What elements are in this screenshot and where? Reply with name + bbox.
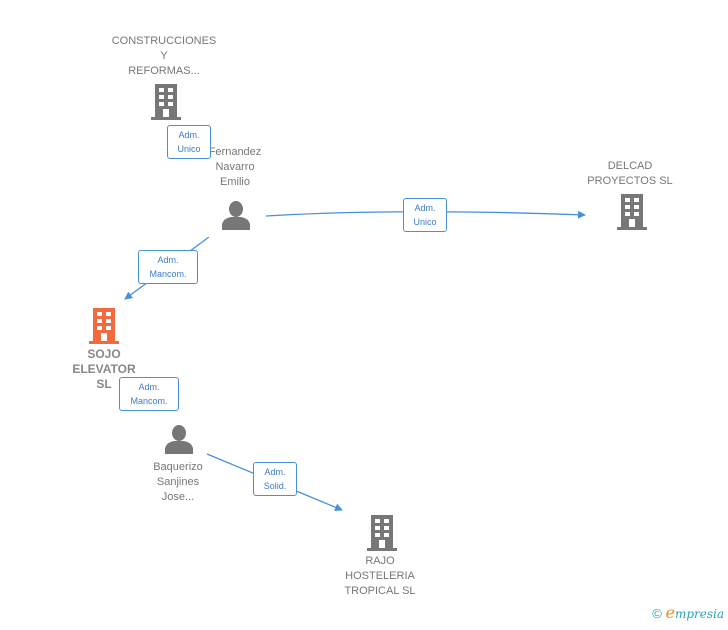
- relation-line: Adm.: [178, 130, 200, 140]
- label-line: TROPICAL SL: [344, 585, 416, 597]
- label-line: Jose...: [161, 491, 195, 503]
- relation-badge[interactable]: Adm. Unico: [167, 125, 211, 159]
- relation-line: Adm.: [264, 467, 286, 477]
- label-line: CONSTRUCCIONES: [111, 35, 217, 47]
- relation-line: Unico: [413, 217, 437, 227]
- relation-badge[interactable]: Adm. Mancom.: [138, 250, 198, 284]
- person-icon[interactable]: [164, 424, 194, 454]
- building-icon-main[interactable]: [88, 308, 120, 344]
- copyright-icon: ©: [652, 606, 662, 621]
- relation-line: Solid.: [263, 481, 287, 491]
- relation-line: Adm.: [138, 382, 160, 392]
- node-label: DELCAD PROYECTOS SL: [570, 159, 690, 189]
- label-line: HOSTELERIA: [345, 570, 415, 582]
- relation-line: Mancom.: [149, 269, 187, 279]
- label-line: Fernandez: [208, 146, 262, 158]
- relation-line: Adm.: [157, 255, 179, 265]
- node-label: RAJO HOSTELERIA TROPICAL SL: [320, 554, 440, 599]
- node-rajo[interactable]: RAJO HOSTELERIA TROPICAL SL: [320, 554, 440, 599]
- empresia-logo[interactable]: © empresia: [652, 603, 724, 622]
- node-label: CONSTRUCCIONES Y REFORMAS...: [100, 34, 228, 79]
- node-construcciones[interactable]: CONSTRUCCIONES Y REFORMAS...: [100, 34, 228, 79]
- label-line: SL: [96, 377, 112, 391]
- node-delcad[interactable]: DELCAD PROYECTOS SL: [570, 159, 690, 189]
- relation-badge[interactable]: Adm. Unico: [403, 198, 447, 232]
- relation-badge[interactable]: Adm. Solid.: [253, 462, 297, 496]
- node-label: Fernandez Navarro Emilio: [190, 145, 280, 190]
- node-sojo[interactable]: SOJO ELEVATOR SL: [54, 347, 154, 392]
- label-line: Navarro: [215, 161, 255, 173]
- node-label: Baquerizo Sanjines Jose...: [133, 460, 223, 505]
- label-line: Baquerizo: [153, 461, 203, 473]
- relation-line: Mancom.: [130, 396, 168, 406]
- label-line: Y: [160, 50, 168, 62]
- node-baquerizo[interactable]: Baquerizo Sanjines Jose...: [133, 460, 223, 505]
- brand-initial: e: [665, 603, 675, 622]
- label-line: Emilio: [220, 176, 250, 188]
- label-line: ELEVATOR: [72, 362, 136, 376]
- label-line: SOJO: [87, 347, 121, 361]
- person-icon[interactable]: [221, 200, 251, 230]
- relation-line: Unico: [177, 144, 201, 154]
- relation-line: Adm.: [414, 203, 436, 213]
- label-line: REFORMAS...: [128, 65, 200, 77]
- building-icon[interactable]: [616, 194, 648, 230]
- node-fernandez[interactable]: Fernandez Navarro Emilio: [190, 145, 280, 190]
- node-label: SOJO ELEVATOR SL: [54, 347, 154, 392]
- label-line: DELCAD: [607, 160, 653, 172]
- label-line: PROYECTOS SL: [587, 175, 673, 187]
- brand-name: mpresia: [674, 607, 724, 621]
- label-line: RAJO: [365, 555, 395, 567]
- relation-badge[interactable]: Adm. Mancom.: [119, 377, 179, 411]
- building-icon[interactable]: [150, 84, 182, 120]
- building-icon[interactable]: [366, 515, 398, 551]
- label-line: Sanjines: [156, 476, 200, 488]
